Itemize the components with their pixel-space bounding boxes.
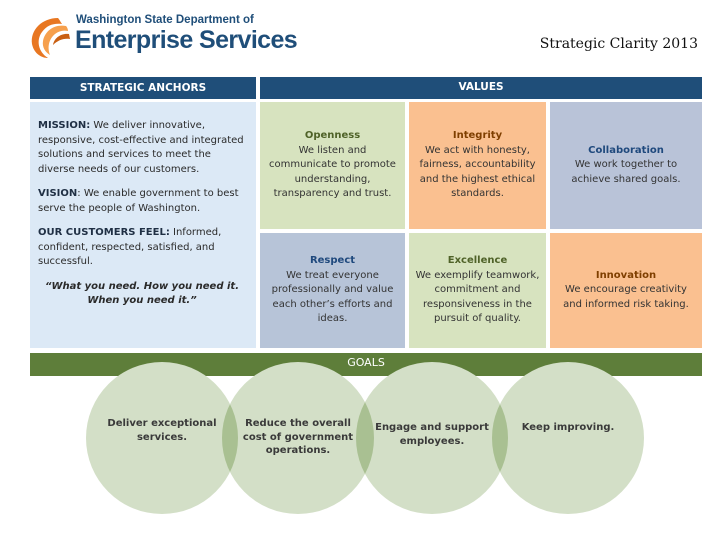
value-openness: Openness We listen and communicate to pr…	[260, 102, 405, 229]
vision-text: : We enable government to best serve the…	[38, 188, 239, 214]
value-title: Integrity	[452, 130, 503, 142]
goal-circle-4	[492, 362, 644, 514]
value-text: We encourage creativity and informed ris…	[563, 284, 689, 310]
goal-text-1: Deliver exceptional services.	[107, 418, 217, 443]
goal-text-4: Keep improving.	[521, 422, 615, 433]
value-text: We exemplify teamwork, commitment and re…	[415, 269, 540, 325]
value-respect: Respect We treat everyone professionally…	[260, 233, 405, 348]
customers-label: OUR CUSTOMERS FEEL:	[38, 227, 170, 238]
goal-text-2: Reduce the overall cost of government op…	[242, 418, 354, 456]
goal-text-3: Engage and support employees.	[375, 422, 489, 447]
value-collaboration: Collaboration We work together to achiev…	[550, 102, 702, 229]
strategic-anchors-header: STRATEGIC ANCHORS	[30, 77, 256, 99]
dept-logo: Washington State Department of Enterpris…	[28, 12, 298, 62]
value-title: Collaboration	[588, 144, 664, 156]
mission-text: We deliver innovative, responsive, cost-…	[38, 120, 244, 175]
mission-statement: MISSION: We deliver innovative, responsi…	[38, 119, 246, 177]
mission-label: MISSION:	[38, 120, 91, 131]
value-title: Innovation	[595, 269, 657, 281]
vision-label: VISION	[38, 188, 78, 199]
value-title: Respect	[309, 255, 356, 267]
vision-statement: VISION: We enable government to best ser…	[38, 187, 246, 216]
tagline-quote: “What you need. How you need it. When yo…	[38, 280, 246, 309]
quote-line-2: When you need it.”	[87, 295, 197, 306]
customers-statement: OUR CUSTOMERS FEEL: Informed, confident,…	[38, 226, 246, 270]
quote-line-1: “What you need. How you need it.	[45, 280, 239, 292]
org-name-line1: Washington State Department of	[76, 14, 254, 26]
value-text: We act with honesty, fairness, accountab…	[419, 144, 536, 200]
value-text: We work together to achieve shared goals…	[571, 159, 681, 185]
value-integrity: Integrity We act with honesty, fairness,…	[409, 102, 546, 229]
page-title: Strategic Clarity 2013	[539, 36, 698, 52]
customers-text: Informed, confident, respected, satisfie…	[38, 227, 222, 267]
value-text: We treat everyone professionally and val…	[271, 269, 394, 325]
org-name-line2: Enterprise Services	[75, 26, 298, 54]
goals-header: GOALS	[30, 353, 702, 376]
value-innovation: Innovation We encourage creativity and i…	[550, 233, 702, 348]
value-title: Openness	[304, 130, 361, 142]
value-excellence: Excellence We exemplify teamwork, commit…	[409, 233, 546, 348]
logo-swirl-icon	[31, 18, 70, 58]
value-title: Excellence	[447, 255, 508, 267]
value-text: We listen and communicate to promote und…	[269, 144, 396, 200]
goal-overlap-3	[492, 362, 508, 514]
values-header: VALUES	[260, 77, 702, 99]
strategic-anchors-panel: MISSION: We deliver innovative, responsi…	[30, 102, 256, 348]
